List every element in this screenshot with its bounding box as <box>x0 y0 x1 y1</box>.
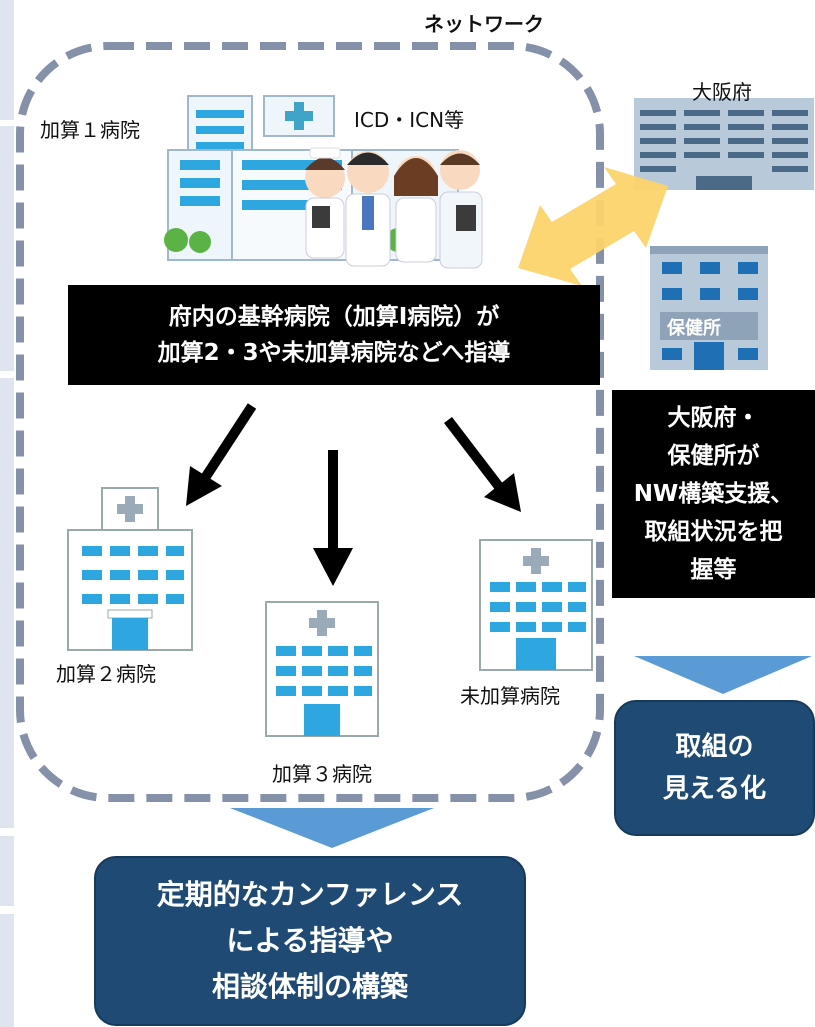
main-instruction-box: 府内の基幹病院（加算Ⅰ病院）が 加算2・3や未加算病院などへ指導 <box>68 285 600 385</box>
kasan2-hospital-illustration <box>67 487 193 651</box>
left-strip-3 <box>0 378 14 828</box>
label-mikasan: 未加算病院 <box>460 684 560 708</box>
left-strip-5 <box>0 914 14 1027</box>
support-box: 大阪府・ 保健所が NW構築支援、 取組状況を把 握等 <box>612 390 815 598</box>
double-arrow-yellow <box>518 167 668 286</box>
main-box-line1: 府内の基幹病院（加算Ⅰ病院）が <box>168 304 500 330</box>
chevron-down-bottom <box>230 808 434 848</box>
support-box-line3: NW構築支援、 <box>633 481 794 507</box>
hokenjo-building-illustration <box>650 246 768 370</box>
label-kasan2: 加算２病院 <box>56 662 156 686</box>
result-right-line1: 取組の <box>675 732 754 762</box>
label-kasan1: 加算１病院 <box>40 118 140 142</box>
conference-result-box: 定期的なカンファレンス による指導や 相談体制の構築 <box>94 856 526 1026</box>
label-kasan3: 加算３病院 <box>272 762 372 786</box>
visualization-result-box: 取組の 見える化 <box>614 700 815 836</box>
network-boundary <box>16 42 604 802</box>
down-arrows <box>186 403 521 586</box>
staff-illustration <box>305 147 483 269</box>
support-box-line4: 取組状況を把 <box>644 519 783 545</box>
network-title: ネットワーク <box>424 12 544 36</box>
result-bottom-line1: 定期的なカンファレンス <box>156 878 464 911</box>
mikasan-hospital-illustration <box>479 539 593 671</box>
osaka-pref-building-illustration <box>634 98 814 190</box>
left-strip-2 <box>0 126 14 371</box>
support-box-line1: 大阪府・ <box>667 405 760 431</box>
hokenjo-sign: 保健所 <box>667 318 721 339</box>
label-osaka-pref: 大阪府 <box>692 80 752 104</box>
kasan3-hospital-illustration <box>265 601 379 737</box>
result-bottom-line3: 相談体制の構築 <box>211 970 408 1003</box>
support-box-line2: 保健所が <box>667 443 760 469</box>
result-right-line2: 見える化 <box>662 774 767 804</box>
result-bottom-line2: による指導や <box>226 924 394 957</box>
left-strip-1 <box>0 0 14 120</box>
chevron-down-right <box>634 656 812 694</box>
left-strip-4 <box>0 836 14 906</box>
support-box-line5: 握等 <box>690 557 737 583</box>
label-staff: ICD・ICN等 <box>354 108 465 132</box>
main-box-line2: 加算2・3や未加算病院などへ指導 <box>157 340 511 366</box>
